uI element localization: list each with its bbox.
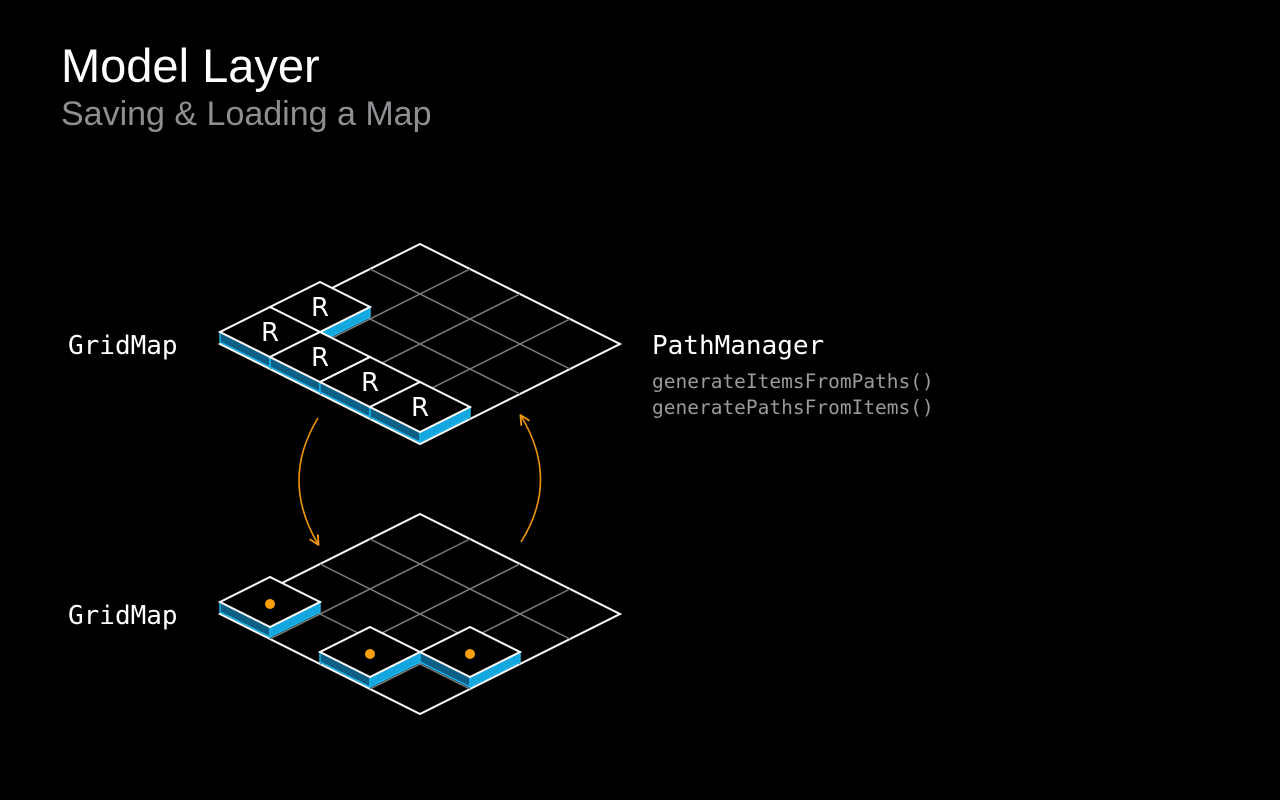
item-dot <box>365 649 375 659</box>
item-dot <box>465 649 475 659</box>
road-tile-label: R <box>361 368 379 398</box>
bottom-grid <box>217 512 623 716</box>
item-dot <box>265 599 275 609</box>
road-tile: R <box>367 380 473 444</box>
road-tile-label: R <box>411 393 429 423</box>
road-tile-label: R <box>311 293 329 323</box>
page-title: Model Layer <box>61 39 320 92</box>
save-arrow-down <box>298 417 320 546</box>
page-subtitle: Saving & Loading a Map <box>61 95 432 133</box>
road-tile-label: R <box>311 343 329 373</box>
bottom-gridmap-label: GridMap <box>68 601 178 631</box>
item-tile <box>217 575 323 639</box>
method-generate-items: generateItemsFromPaths() <box>652 370 934 393</box>
tile-top <box>367 380 473 434</box>
load-arrow-up <box>519 414 542 543</box>
item-tile <box>417 625 523 689</box>
road-tile-label: R <box>261 318 279 348</box>
bottom-grid-outline <box>217 512 623 716</box>
item-tiles <box>217 575 523 689</box>
path-manager-label: PathManager <box>652 331 824 361</box>
method-generate-paths: generatePathsFromItems() <box>652 396 934 419</box>
top-gridmap-label: GridMap <box>68 331 178 361</box>
item-tile <box>317 625 423 689</box>
